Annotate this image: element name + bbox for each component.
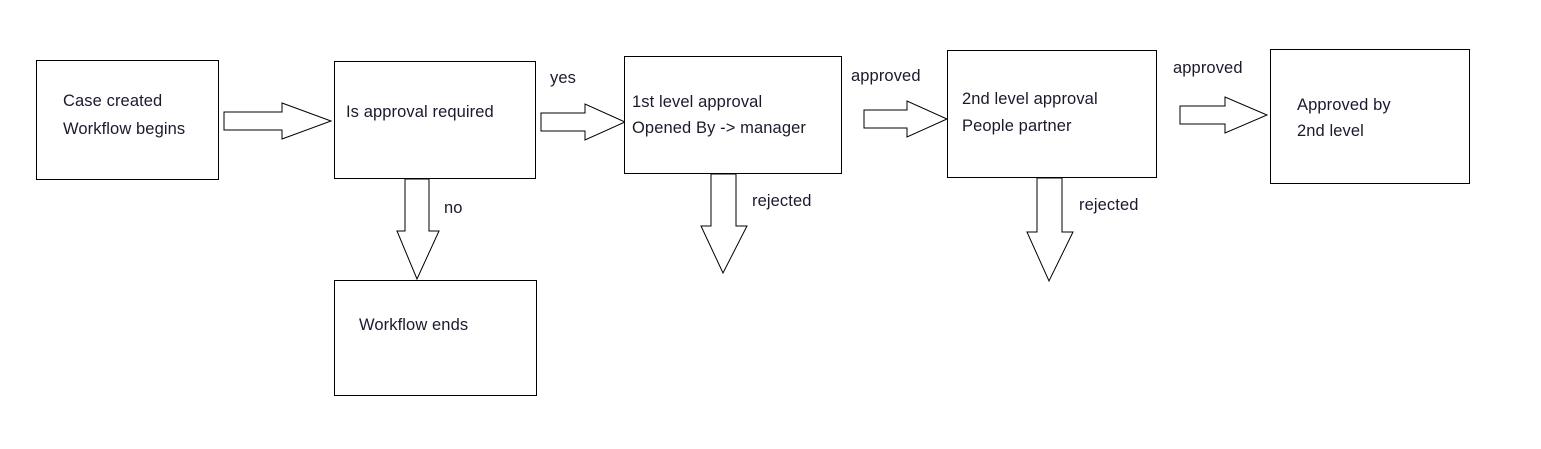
- node-workflow-ends-line1: Workflow ends: [359, 316, 469, 334]
- arrow-first-to-second-level: [863, 100, 949, 138]
- node-first-level-approval-line2: Opened By -> manager: [632, 119, 806, 137]
- node-first-level-approval-line1: 1st level approval: [632, 93, 763, 111]
- node-second-level-approval[interactable]: [947, 50, 1157, 178]
- arrow-created-to-decision: [223, 102, 333, 140]
- node-approved-by-second-level-line2: 2nd level: [1297, 122, 1364, 140]
- node-case-created-line1: Case created: [63, 92, 163, 110]
- arrow-decision-to-first-level: [540, 103, 627, 141]
- arrow-first-level-rejected: [700, 173, 748, 275]
- edge-label-rejected-2: rejected: [1079, 196, 1139, 214]
- node-case-created-line2: Workflow begins: [63, 120, 186, 138]
- node-second-level-approval-line2: People partner: [962, 117, 1072, 135]
- edge-label-approved-1: approved: [851, 67, 921, 85]
- node-case-created[interactable]: [36, 60, 219, 180]
- node-is-approval-required[interactable]: [334, 61, 536, 179]
- node-is-approval-required-line1: Is approval required: [346, 103, 494, 121]
- edge-label-no: no: [444, 199, 463, 217]
- arrow-second-level-rejected: [1026, 177, 1074, 283]
- edge-label-approved-2: approved: [1173, 59, 1243, 77]
- arrow-second-level-to-approved: [1179, 96, 1269, 134]
- node-second-level-approval-line1: 2nd level approval: [962, 90, 1098, 108]
- node-approved-by-second-level[interactable]: [1270, 49, 1470, 184]
- edge-label-rejected-1: rejected: [752, 192, 812, 210]
- node-workflow-ends[interactable]: [334, 280, 537, 396]
- node-approved-by-second-level-line1: Approved by: [1297, 96, 1391, 114]
- arrow-decision-to-workflow-ends: [396, 178, 440, 281]
- edge-label-yes: yes: [550, 69, 576, 87]
